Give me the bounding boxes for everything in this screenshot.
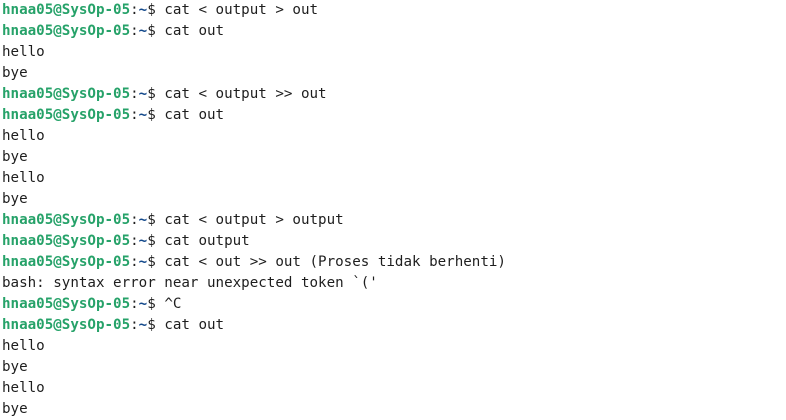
command-text: cat out: [164, 23, 225, 39]
prompt-line: hnaa05@SysOp-05:~$ cat out: [2, 105, 786, 126]
prompt-sign: $: [147, 23, 165, 39]
prompt-sign: $: [147, 2, 165, 18]
error-output-line: bash: syntax error near unexpected token…: [2, 275, 378, 291]
output-line: bye: [2, 401, 28, 417]
prompt-line: hnaa05@SysOp-05:~$ cat < output >> out: [2, 84, 786, 105]
prompt-colon: :: [130, 86, 139, 102]
prompt-user-host: hnaa05@SysOp-05: [2, 317, 131, 333]
prompt-colon: :: [130, 2, 139, 18]
prompt-sign: $: [147, 212, 165, 228]
prompt-path: ~: [138, 86, 148, 102]
command-text: cat out: [164, 317, 225, 333]
prompt-user-host: hnaa05@SysOp-05: [2, 107, 131, 123]
prompt-line: hnaa05@SysOp-05:~$ cat out: [2, 21, 786, 42]
prompt-sign: $: [147, 107, 165, 123]
prompt-sign: $: [147, 233, 165, 249]
prompt-sign: $: [147, 296, 165, 312]
output-line: hello: [2, 170, 45, 186]
prompt-sign: $: [147, 254, 165, 270]
prompt-path: ~: [138, 23, 148, 39]
output-line: bye: [2, 149, 28, 165]
command-text: cat < out >> out (Proses tidak berhenti): [164, 254, 506, 270]
output-line: bye: [2, 65, 28, 81]
prompt-path: ~: [138, 2, 148, 18]
prompt-colon: :: [130, 23, 139, 39]
prompt-path: ~: [138, 317, 148, 333]
output-line: hello: [2, 128, 45, 144]
prompt-user-host: hnaa05@SysOp-05: [2, 296, 131, 312]
prompt-line: hnaa05@SysOp-05:~$ cat < output > output: [2, 210, 786, 231]
prompt-line: hnaa05@SysOp-05:~$ ^C: [2, 294, 786, 315]
prompt-path: ~: [138, 254, 148, 270]
command-text: cat out: [164, 107, 225, 123]
prompt-path: ~: [138, 233, 148, 249]
prompt-colon: :: [130, 212, 139, 228]
output-line: hello: [2, 380, 45, 396]
prompt-colon: :: [130, 296, 139, 312]
prompt-line: hnaa05@SysOp-05:~$ cat output: [2, 231, 786, 252]
prompt-sign: $: [147, 86, 165, 102]
prompt-path: ~: [138, 212, 148, 228]
command-text: cat < output > output: [164, 212, 344, 228]
prompt-user-host: hnaa05@SysOp-05: [2, 212, 131, 228]
prompt-colon: :: [130, 107, 139, 123]
prompt-user-host: hnaa05@SysOp-05: [2, 233, 131, 249]
prompt-colon: :: [130, 317, 139, 333]
prompt-user-host: hnaa05@SysOp-05: [2, 254, 131, 270]
command-text: cat output: [164, 233, 250, 249]
prompt-user-host: hnaa05@SysOp-05: [2, 86, 131, 102]
prompt-sign: $: [147, 317, 165, 333]
prompt-path: ~: [138, 107, 148, 123]
output-line: bye: [2, 191, 28, 207]
command-text: ^C: [164, 296, 182, 312]
prompt-colon: :: [130, 233, 139, 249]
output-line: hello: [2, 338, 45, 354]
prompt-colon: :: [130, 254, 139, 270]
command-text: cat < output >> out: [164, 86, 327, 102]
prompt-user-host: hnaa05@SysOp-05: [2, 23, 131, 39]
output-line: hello: [2, 44, 45, 60]
output-line: bye: [2, 359, 28, 375]
prompt-user-host: hnaa05@SysOp-05: [2, 2, 131, 18]
prompt-line: hnaa05@SysOp-05:~$ cat < output > out: [2, 0, 786, 21]
prompt-line: hnaa05@SysOp-05:~$ cat < out >> out (Pro…: [2, 252, 786, 273]
command-text: cat < output > out: [164, 2, 319, 18]
prompt-line: hnaa05@SysOp-05:~$ cat out: [2, 315, 786, 336]
prompt-path: ~: [138, 296, 148, 312]
